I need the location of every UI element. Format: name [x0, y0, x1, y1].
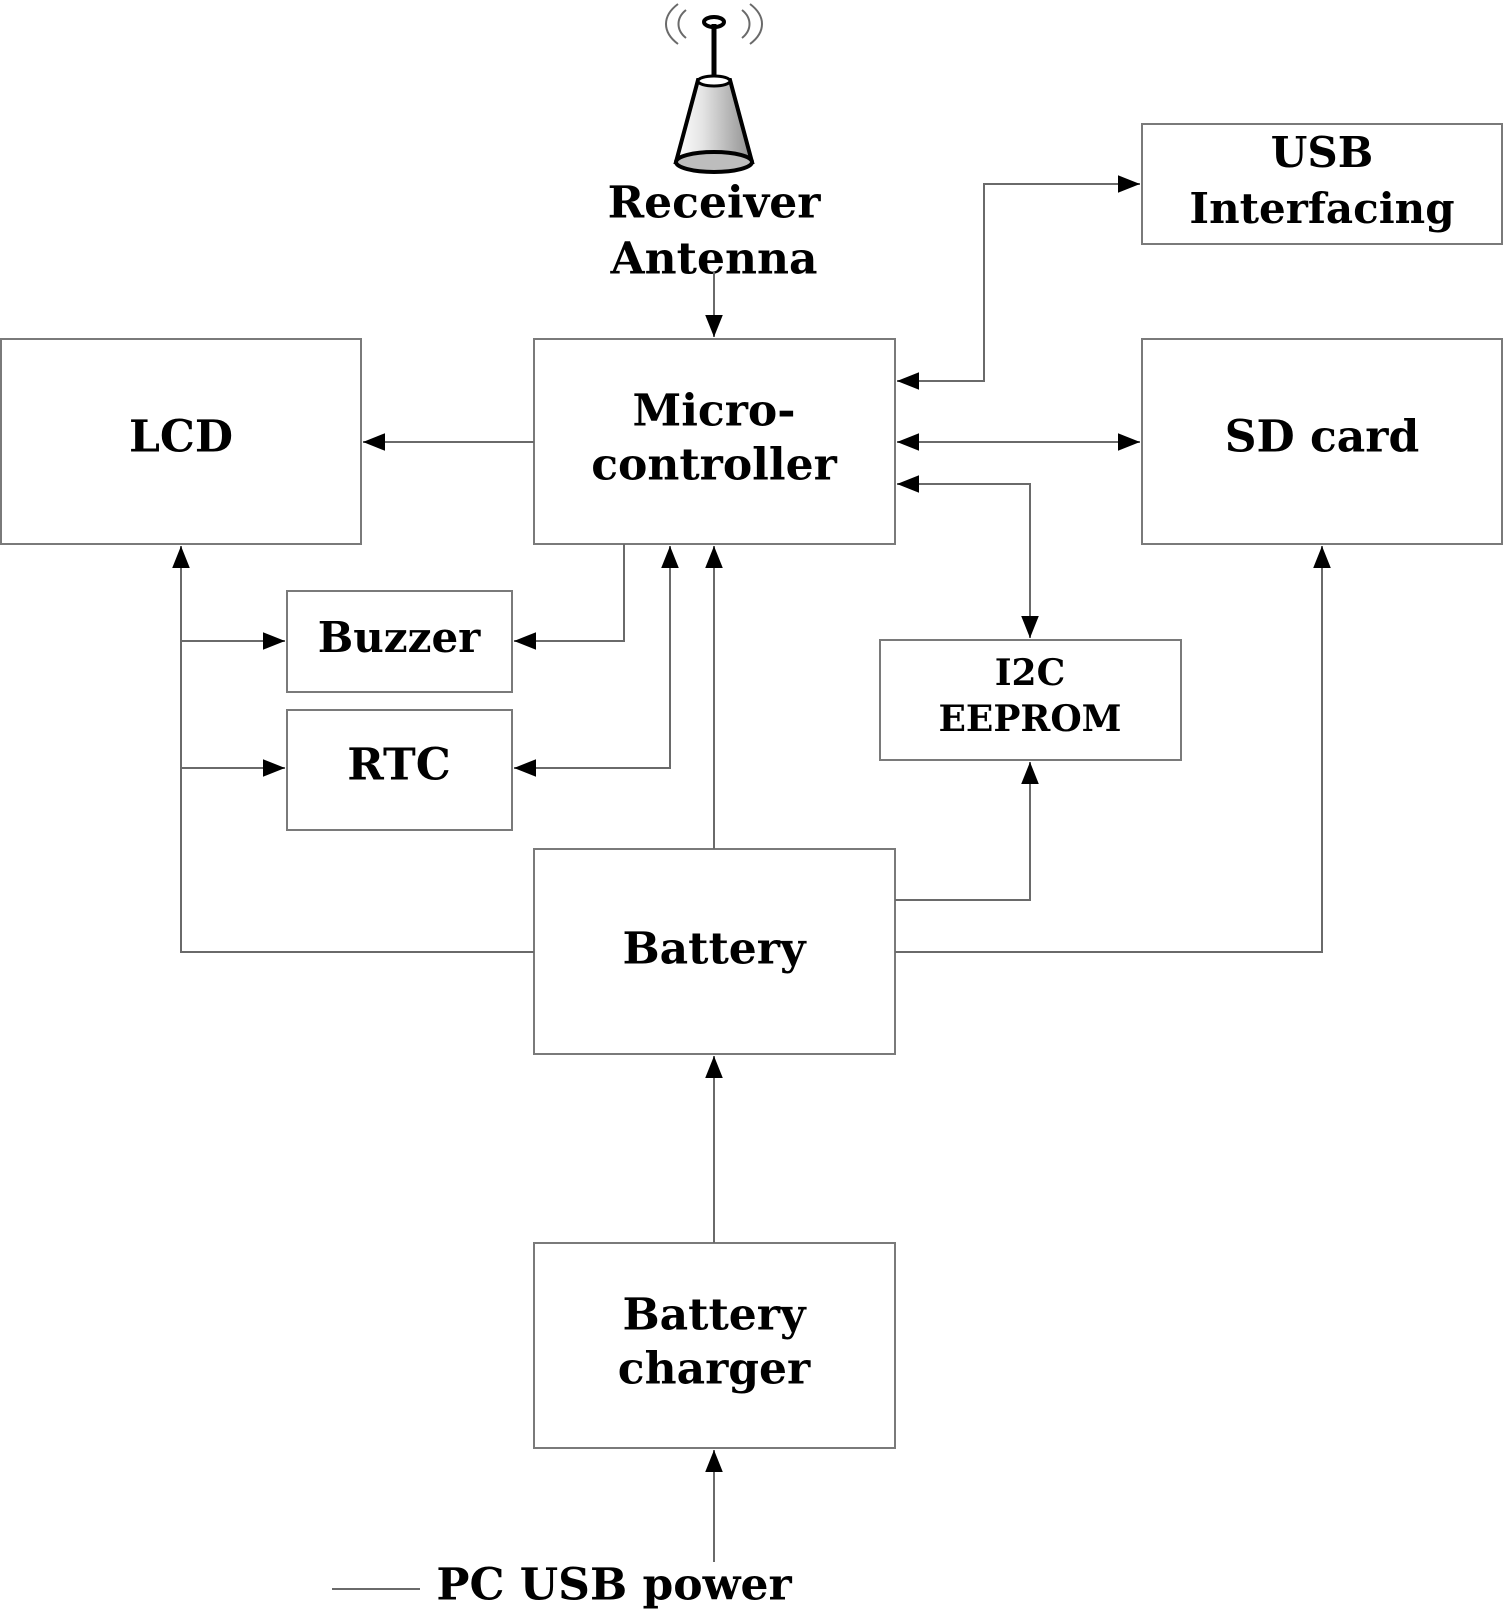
buzzer-label: Buzzer: [318, 613, 481, 662]
microcontroller-block: Micro- controller: [533, 338, 896, 545]
microcontroller-rtc-arrow: [514, 546, 679, 777]
lcd-block: LCD: [0, 338, 362, 545]
microcontroller-eeprom-arrow: [897, 475, 1039, 638]
antenna-icon: [665, 3, 763, 174]
battery-to-eeprom-arrow: [895, 762, 1039, 901]
rtc-block: RTC: [286, 709, 513, 831]
battery-to-lcd-arrow: [172, 546, 534, 953]
buzzer-block: Buzzer: [286, 590, 513, 693]
i2c-eeprom-label-line1: I2C: [995, 652, 1066, 694]
microcontroller-to-buzzer-arrow: [514, 544, 625, 650]
usb-interfacing-label-line2: Interfacing: [1189, 184, 1454, 233]
battery-charger-block: Battery charger: [533, 1242, 896, 1449]
antenna-label-line1: Receiver: [608, 178, 822, 229]
rtc-label: RTC: [347, 740, 451, 791]
pc-usb-power-label: PC USB power: [436, 1560, 792, 1611]
microcontroller-label-line1: Micro-: [632, 386, 795, 437]
battery-charger-label-line1: Battery: [622, 1290, 807, 1341]
usb-interfacing-block: USB Interfacing: [1141, 123, 1503, 245]
sd-card-block: SD card: [1141, 338, 1503, 545]
sd-card-label: SD card: [1225, 412, 1420, 463]
battery-to-sd-card-arrow: [895, 546, 1331, 953]
i2c-eeprom-label-line2: EEPROM: [938, 698, 1121, 740]
usb-interfacing-label-line1: USB: [1271, 128, 1373, 177]
battery-charger-label-line2: charger: [618, 1344, 811, 1395]
battery-label: Battery: [622, 924, 807, 975]
lcd-label: LCD: [129, 412, 233, 463]
microcontroller-label-line2: controller: [591, 440, 837, 491]
i2c-eeprom-block: I2C EEPROM: [879, 639, 1182, 761]
battery-block: Battery: [533, 848, 896, 1055]
microcontroller-usb-interfacing-arrow: [897, 175, 1140, 390]
